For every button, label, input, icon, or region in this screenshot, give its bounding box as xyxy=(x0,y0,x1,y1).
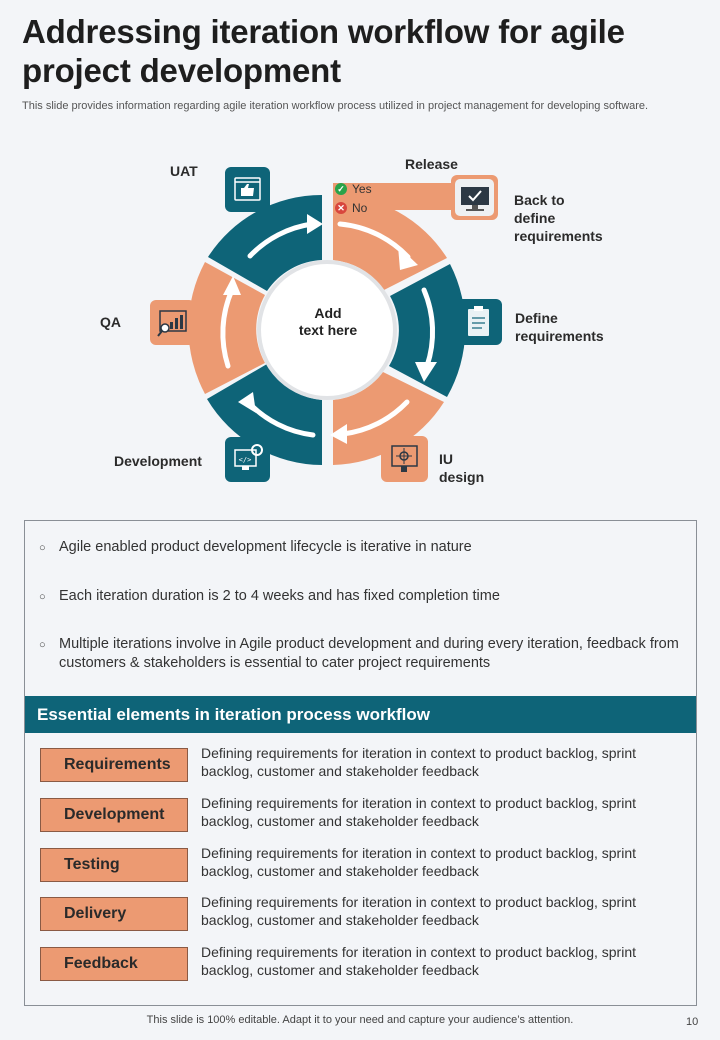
center-circle xyxy=(257,260,397,400)
label-line: design xyxy=(439,469,485,485)
decision-yes-label: Yes xyxy=(352,182,372,196)
essential-row: Feedback Defining requirements for itera… xyxy=(40,944,680,981)
label-line: Back to xyxy=(514,192,565,208)
center-label-line: text here xyxy=(298,322,358,338)
stage-label-qa: QA xyxy=(100,314,121,330)
essential-label: Feedback xyxy=(40,947,188,981)
essential-label: Testing xyxy=(40,848,188,882)
release-connector xyxy=(333,183,455,210)
segment-qa xyxy=(188,262,265,394)
bullet-text: Multiple iterations involve in Agile pro… xyxy=(59,636,679,671)
decision-no: ✕ No xyxy=(335,201,367,215)
decision-yes: ✓ Yes xyxy=(335,182,372,196)
page-title: Addressing iteration workflow for agile … xyxy=(22,13,625,89)
label-line: Define xyxy=(515,310,558,326)
footer-note: This slide is 100% editable. Adapt it to… xyxy=(146,1014,574,1026)
content-panel: ○ Agile enabled product development life… xyxy=(24,520,697,1006)
essential-desc: Defining requirements for iteration in c… xyxy=(201,894,637,928)
label-line: define xyxy=(514,210,556,226)
svg-text:</>: </> xyxy=(239,456,252,464)
page-subtitle: This slide provides information regardin… xyxy=(22,100,649,112)
stage-label-define: Define requirements xyxy=(515,309,604,345)
check-icon: ✓ xyxy=(335,183,347,195)
bullet-item: ○ Agile enabled product development life… xyxy=(39,538,679,558)
essential-desc: Defining requirements for iteration in c… xyxy=(201,795,637,829)
essentials-header: Essential elements in iteration process … xyxy=(25,696,696,733)
circle-bullet-icon: ○ xyxy=(39,639,46,651)
stage-label-back-to-define: Back to define requirements xyxy=(514,191,603,245)
design-target-icon xyxy=(381,436,428,482)
checked-monitor-icon xyxy=(451,175,498,220)
segment-define xyxy=(389,264,466,397)
essential-desc: Defining requirements for iteration in c… xyxy=(201,944,637,978)
essential-label: Delivery xyxy=(40,897,188,931)
cycle-graphic: </> xyxy=(150,167,502,482)
essential-row: Development Defining requirements for it… xyxy=(40,795,680,832)
essentials-title: Essential elements in iteration process … xyxy=(37,705,431,724)
essential-label: Development xyxy=(40,798,188,832)
bullet-text: Each iteration duration is 2 to 4 weeks … xyxy=(59,588,500,604)
circle-bullet-icon: ○ xyxy=(39,591,46,603)
bullet-text: Agile enabled product development lifecy… xyxy=(59,539,472,555)
essential-row: Delivery Defining requirements for itera… xyxy=(40,894,680,931)
stage-label-iu-design: IU design xyxy=(439,450,484,486)
stage-label-uat: UAT xyxy=(170,163,198,179)
code-gear-icon: </> xyxy=(225,437,270,482)
essential-row: Testing Defining requirements for iterat… xyxy=(40,845,680,882)
essential-label: Requirements xyxy=(40,748,188,782)
center-label-line: Add xyxy=(314,305,342,321)
iteration-cycle-diagram: </> Add text here ✓ Yes ✕ No Release Bac… xyxy=(0,140,720,510)
bullet-item: ○ Each iteration duration is 2 to 4 week… xyxy=(39,587,679,607)
flow-arrows xyxy=(220,221,436,438)
arrow-heads xyxy=(223,214,437,444)
label-line: IU xyxy=(439,451,453,467)
chart-search-icon xyxy=(150,300,195,345)
thumbs-up-icon xyxy=(225,167,270,212)
stage-label-release: Release xyxy=(405,156,458,172)
cross-icon: ✕ xyxy=(335,202,347,214)
center-label: Add text here xyxy=(278,305,378,339)
clipboard-icon xyxy=(456,299,502,345)
label-line: requirements xyxy=(514,228,603,244)
decision-no-label: No xyxy=(352,201,368,215)
page-number: 10 xyxy=(686,1016,699,1028)
stage-label-development: Development xyxy=(114,453,202,469)
essential-desc: Defining requirements for iteration in c… xyxy=(201,845,637,879)
bullet-item: ○ Multiple iterations involve in Agile p… xyxy=(39,635,679,673)
label-line: requirements xyxy=(515,328,604,344)
circle-bullet-icon: ○ xyxy=(39,542,46,554)
essential-desc: Defining requirements for iteration in c… xyxy=(201,745,637,779)
essential-row: Requirements Defining requirements for i… xyxy=(40,745,680,782)
